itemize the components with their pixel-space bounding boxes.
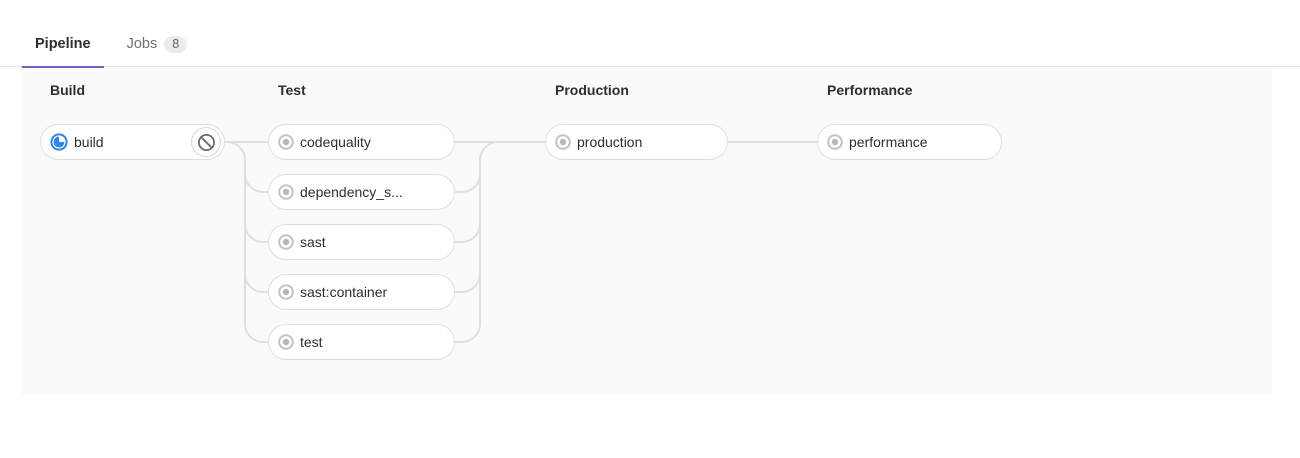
tab-pipeline-label: Pipeline <box>35 36 91 52</box>
job-pill-build[interactable]: build <box>40 124 225 160</box>
job-label: dependency_s... <box>300 184 403 200</box>
status-created-icon <box>278 284 294 300</box>
tab-jobs-label: Jobs <box>126 36 158 52</box>
status-created-icon <box>827 134 843 150</box>
job-pill-test[interactable]: test <box>268 324 455 360</box>
job-label: production <box>577 134 643 150</box>
job-pill-performance[interactable]: performance <box>817 124 1002 160</box>
connector-lines <box>225 141 817 343</box>
status-created-icon <box>278 334 294 350</box>
stage-header-test: Test <box>278 82 306 98</box>
job-label: test <box>300 334 323 350</box>
tab-pipeline[interactable]: Pipeline <box>22 34 104 69</box>
job-label: codequality <box>300 134 371 150</box>
job-pill-dependency-s-[interactable]: dependency_s... <box>268 174 455 210</box>
tabs: Pipeline Jobs 8 <box>22 34 201 69</box>
job-pill-production[interactable]: production <box>545 124 728 160</box>
cancel-icon <box>197 133 215 151</box>
jobs-count-badge: 8 <box>164 35 188 53</box>
status-created-icon <box>278 184 294 200</box>
status-created-icon <box>278 234 294 250</box>
stage-header-performance: Performance <box>827 82 913 98</box>
job-pill-sast[interactable]: sast <box>268 224 455 260</box>
status-running-icon <box>50 133 68 151</box>
job-label: sast <box>300 234 326 250</box>
job-pill-sast-container[interactable]: sast:container <box>268 274 455 310</box>
cancel-job-button[interactable] <box>191 127 221 157</box>
pipeline-graph: Build build Test codequality dependency_s...… <box>22 68 1272 395</box>
job-label: build <box>74 134 104 150</box>
status-created-icon <box>555 134 571 150</box>
stage-header-production: Production <box>555 82 629 98</box>
job-pill-codequality[interactable]: codequality <box>268 124 455 160</box>
job-label: sast:container <box>300 284 388 300</box>
status-created-icon <box>278 134 294 150</box>
pipeline-tabbar: Pipeline Jobs 8 <box>0 0 1300 69</box>
tab-jobs[interactable]: Jobs 8 <box>114 34 201 54</box>
job-label: performance <box>849 134 928 150</box>
stage-header-build: Build <box>50 82 85 98</box>
